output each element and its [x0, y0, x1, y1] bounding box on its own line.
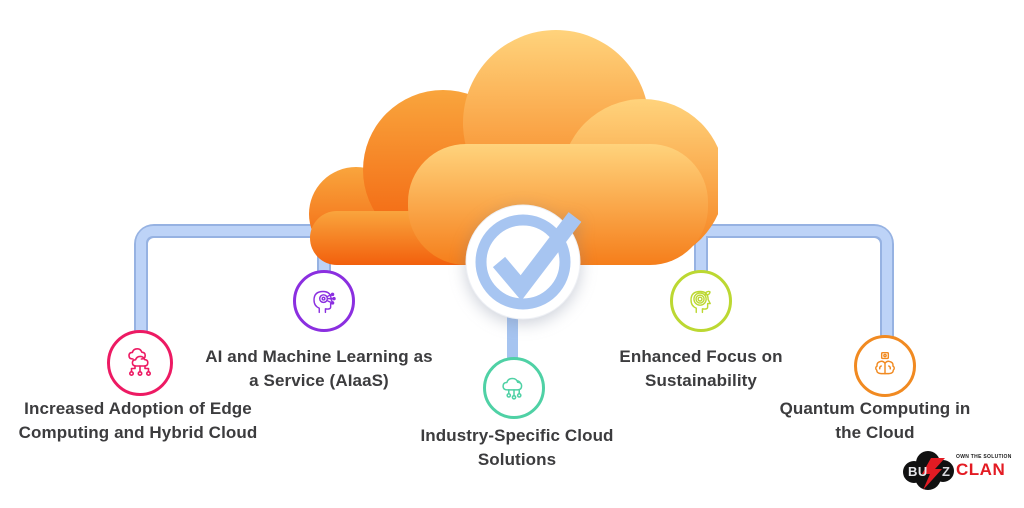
edge-cloud-icon: [128, 348, 151, 376]
label-edge-cloud: Increased Adoption of Edge Computing and…: [7, 397, 269, 445]
buzzclan-logo: BU Z Own the Solution CLAN: [901, 448, 1013, 500]
label-line: Solutions: [477, 450, 557, 469]
label-industry-cloud: Industry-Specific Cloud Solutions: [397, 424, 637, 472]
ai-head-icon: [313, 290, 336, 314]
sustainability-head-icon: [690, 290, 711, 314]
cloud-icon: [309, 30, 725, 265]
label-line: Enhanced Focus on: [619, 347, 783, 366]
node-sustainability: [670, 270, 732, 332]
label-line: Industry-Specific Cloud: [420, 426, 614, 445]
connector-drop-sustainability: [694, 236, 708, 276]
node-quantum-brain: [854, 335, 916, 397]
logo-text-clan: CLAN: [956, 460, 1006, 479]
label-line: Quantum Computing in: [779, 399, 971, 418]
node-edge-cloud: [107, 330, 173, 396]
checkmark-icon: [465, 204, 582, 320]
label-line: Sustainability: [645, 371, 757, 390]
quantum-brain-icon: [875, 351, 895, 375]
logo-text-z: Z: [942, 464, 950, 479]
connector-drop-industry: [507, 316, 518, 362]
label-aiaas: AI and Machine Learning as a Service (AI…: [188, 345, 450, 393]
label-quantum: Quantum Computing in the Cloud: [764, 397, 986, 445]
label-line: the Cloud: [835, 423, 915, 442]
label-line: a Service (AIaaS): [249, 371, 389, 390]
logo-tagline: Own the Solution: [956, 454, 1012, 460]
label-line: AI and Machine Learning as: [205, 347, 433, 366]
label-line: Increased Adoption of Edge: [24, 399, 252, 418]
logo-lightning-icon: [922, 458, 945, 490]
node-industry-cloud: [483, 357, 545, 419]
industry-cloud-icon: [502, 377, 523, 400]
main-cloud: [298, 18, 725, 268]
logo-cloud-shape: [903, 451, 954, 490]
check-badge: [461, 198, 587, 324]
logo-text-bu: BU: [908, 464, 928, 479]
label-sustainability: Enhanced Focus on Sustainability: [581, 345, 821, 393]
node-aiaas: [293, 270, 355, 332]
label-line: Computing and Hybrid Cloud: [18, 423, 258, 442]
